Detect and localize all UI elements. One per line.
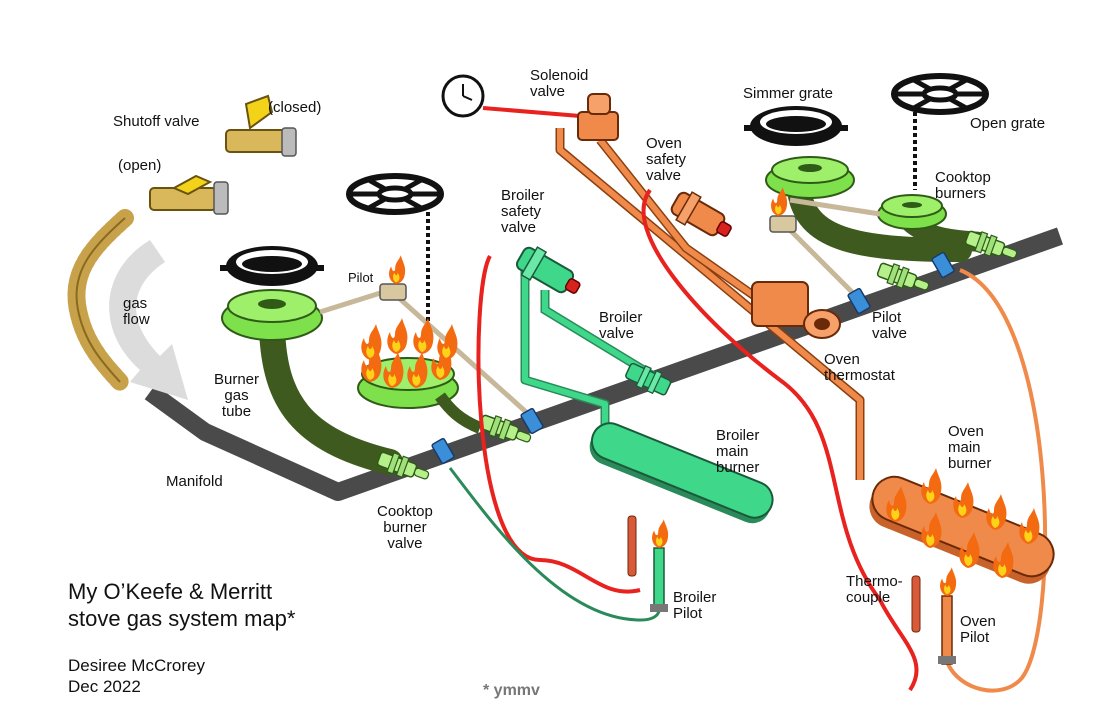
label-closed: (closed) bbox=[268, 99, 322, 116]
solenoid-valve bbox=[577, 93, 619, 141]
left-open-grate bbox=[349, 176, 441, 212]
pilot-valve-blue-left bbox=[520, 407, 544, 435]
pilot-valve-blue-far bbox=[931, 251, 955, 279]
oven-pilot bbox=[938, 567, 957, 665]
broiler-pilot bbox=[650, 519, 669, 612]
open-grate bbox=[894, 76, 986, 112]
right-back-burner bbox=[765, 156, 855, 199]
label-simmer-grate: Simmer grate bbox=[743, 85, 834, 102]
broiler-safety-valve bbox=[515, 246, 581, 294]
label-manifold: Manifold bbox=[166, 473, 223, 490]
left-cooktop-burner bbox=[221, 289, 323, 341]
oven-thermocouple bbox=[911, 575, 921, 633]
simmer-grate bbox=[744, 106, 848, 146]
timer-clock bbox=[441, 74, 485, 118]
manifold-pipe bbox=[144, 227, 1064, 501]
label-thermocouple: Thermo-couple bbox=[846, 573, 903, 606]
broiler-main-burner bbox=[589, 422, 774, 524]
right-front-burner bbox=[877, 194, 947, 230]
label-shutoff-valve: Shutoff valve bbox=[113, 113, 200, 130]
shutoff-valve-closed bbox=[225, 94, 297, 157]
broiler-valve bbox=[625, 362, 672, 396]
footnote: * ymmv bbox=[483, 682, 540, 699]
burner-gas-tube bbox=[259, 317, 403, 475]
pilot-head bbox=[379, 283, 407, 301]
label-pilot: Pilot bbox=[348, 270, 374, 285]
broiler-thermocouple bbox=[627, 515, 637, 577]
pilot-valve-blue-right bbox=[847, 287, 871, 315]
label-open-grate: Open grate bbox=[970, 115, 1046, 132]
oven-thermostat bbox=[751, 281, 841, 339]
shutoff-valve-open bbox=[149, 174, 229, 215]
left-simmer-grate bbox=[220, 246, 324, 286]
pilot-valve-blue-mid bbox=[431, 437, 455, 465]
burner-flames bbox=[361, 318, 458, 388]
gas-flow-arrow bbox=[109, 240, 188, 400]
oven-safety-valve bbox=[670, 191, 732, 237]
label-open: (open) bbox=[118, 157, 162, 174]
